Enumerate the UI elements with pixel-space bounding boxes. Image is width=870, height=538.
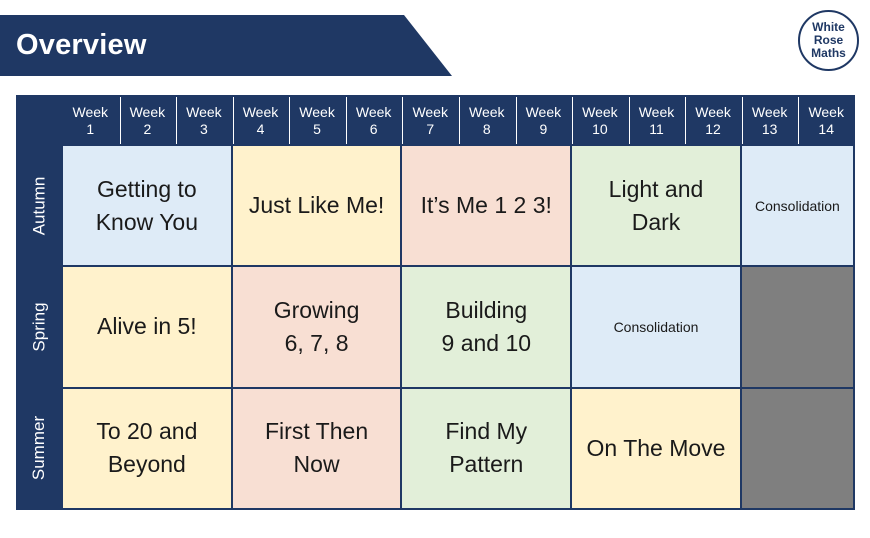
week-label: Week <box>186 103 222 120</box>
block-spring-empty <box>741 267 853 387</box>
week-number: 2 <box>143 120 152 137</box>
week-number: 3 <box>200 120 208 137</box>
block-summer-empty <box>741 388 853 508</box>
logo-line-1: White <box>812 20 845 34</box>
week-label: Week <box>72 103 109 120</box>
week-label: Week <box>525 103 562 120</box>
week-label: Week <box>808 103 844 120</box>
block-on-the-move: On The Move <box>572 388 740 508</box>
term-label: Autumn <box>29 176 49 235</box>
block-its-me-1-2-3: It’s Me 1 2 3! <box>402 146 571 266</box>
logo-line-3: Maths <box>811 46 846 60</box>
block-alive-in-5: Alive in 5! <box>63 267 231 387</box>
block-spring-consolidation: Consolidation <box>572 267 740 387</box>
week-label: Week <box>751 103 788 120</box>
overview-banner: Overview <box>0 15 452 76</box>
block-autumn-consolidation: Consolidation <box>741 146 853 266</box>
week-label: Week <box>638 103 675 120</box>
week-number: 6 <box>369 120 378 137</box>
week-number: 10 <box>592 120 608 137</box>
week-number: 14 <box>818 120 834 137</box>
block-getting-to-know-you: Getting to Know You <box>63 146 231 266</box>
week-label: Week <box>355 103 392 120</box>
week-label: Week <box>299 103 335 120</box>
white-rose-maths-logo: White Rose Maths <box>798 10 859 71</box>
week-number: 5 <box>313 120 321 137</box>
block-growing-6-7-8: Growing 6, 7, 8 <box>232 267 401 387</box>
week-number: 12 <box>705 120 721 137</box>
table-corner <box>18 97 61 144</box>
block-to-20-and-beyond: To 20 and Beyond <box>63 388 231 508</box>
week-number: 1 <box>86 120 95 137</box>
week-number: 13 <box>761 120 778 137</box>
week-number: 11 <box>649 120 664 137</box>
week-label: Week <box>469 103 505 120</box>
block-building-9-and-10: Building 9 and 10 <box>402 267 571 387</box>
week-label: Week <box>129 103 166 120</box>
block-find-my-pattern: Find My Pattern <box>402 388 571 508</box>
term-label: Summer <box>29 416 49 481</box>
term-spring-label: Spring <box>18 267 61 387</box>
week-label: Week <box>582 103 618 120</box>
block-first-then-now: First Then Now <box>232 388 401 508</box>
week-label: Week <box>412 103 448 120</box>
week-number: 4 <box>256 120 265 137</box>
week-number: 8 <box>482 120 491 137</box>
block-just-like-me: Just Like Me! <box>232 146 401 266</box>
term-autumn-label: Autumn <box>18 146 61 266</box>
term-label: Spring <box>29 302 49 352</box>
page-title: Overview <box>16 29 147 61</box>
week-label: Week <box>695 103 731 120</box>
block-light-and-dark: Light and Dark <box>572 146 740 266</box>
week-number: 9 <box>539 120 548 137</box>
week-label: Week <box>242 103 279 120</box>
logo-line-2: Rose <box>813 33 844 47</box>
week-number: 7 <box>426 120 435 137</box>
term-summer-label: Summer <box>18 388 61 508</box>
